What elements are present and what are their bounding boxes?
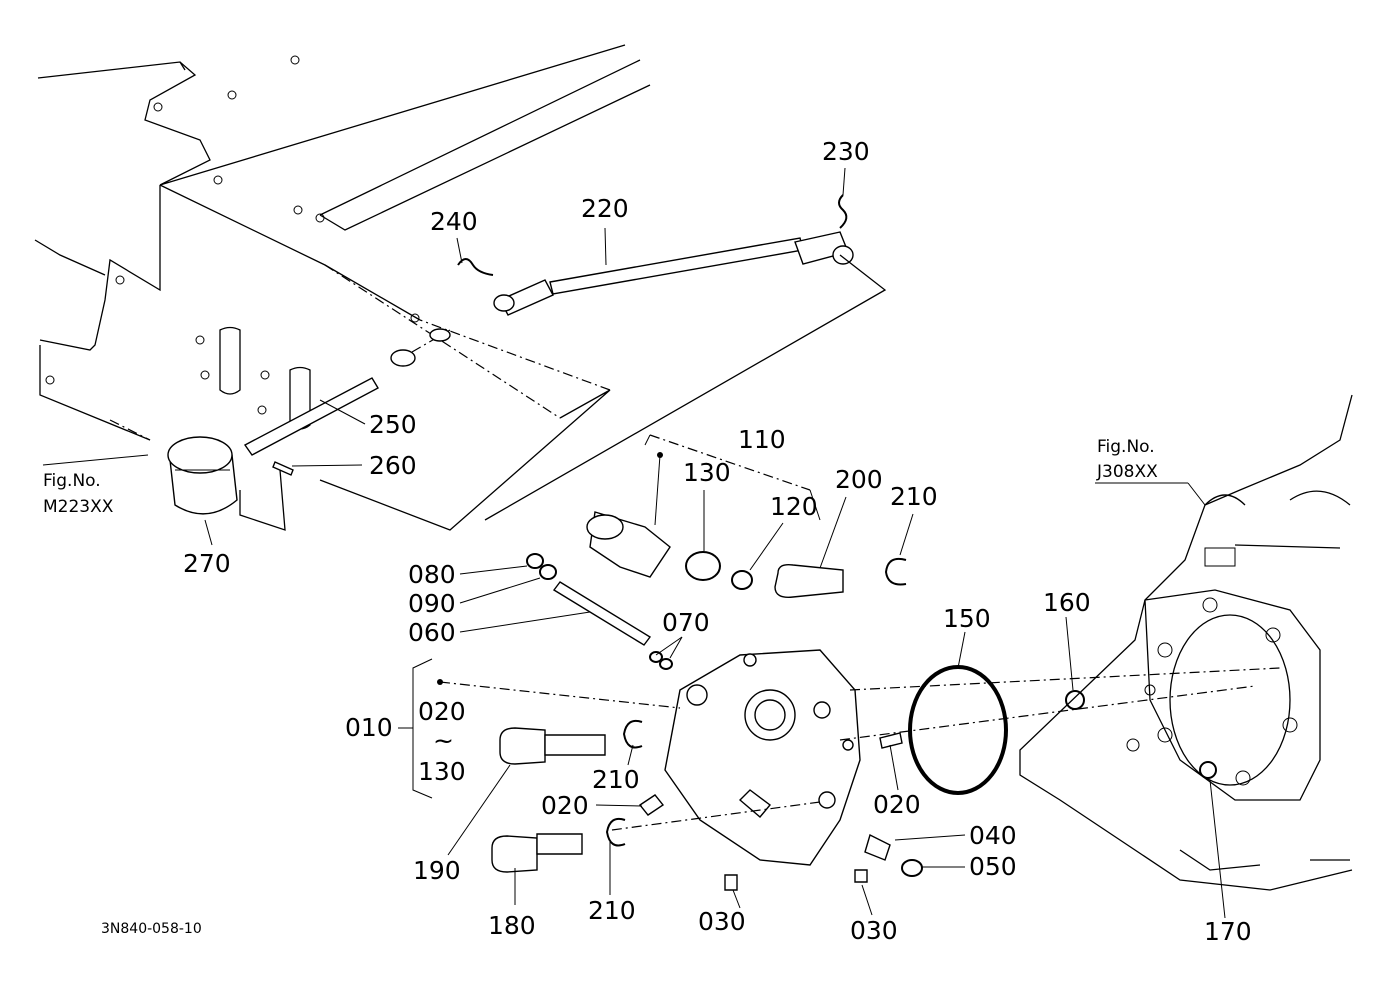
- callout-030-left: 030: [698, 907, 746, 936]
- valve-housing: [437, 649, 1281, 866]
- callout-260: 260: [369, 451, 417, 480]
- callout-110: 110: [738, 425, 786, 454]
- callout-050: 050: [969, 852, 1017, 881]
- figure-reference-left: Fig.No. M223XX: [43, 471, 114, 517]
- o-ring-150: [908, 665, 1008, 795]
- callout-030-right: 030: [850, 916, 898, 945]
- callout-range-tilde: ~: [433, 726, 454, 755]
- callout-230: 230: [822, 137, 870, 166]
- callout-150: 150: [943, 604, 991, 633]
- callout-160: 160: [1043, 588, 1091, 617]
- callout-020-left: 020: [541, 791, 589, 820]
- o-ring-170: [1199, 761, 1217, 779]
- callout-070: 070: [662, 608, 710, 637]
- callout-210-mid: 210: [592, 765, 640, 794]
- callout-240: 240: [430, 207, 478, 236]
- figure-ref-right-line1: Fig.No.: [1097, 437, 1155, 457]
- callout-270: 270: [183, 549, 231, 578]
- shaft-assembly: [167, 328, 451, 515]
- fasteners: [491, 719, 923, 891]
- figure-reference-right: Fig.No. J308XX: [1096, 437, 1158, 482]
- drawing-code: 3N840-058-10: [101, 921, 202, 937]
- o-ring-160: [1065, 690, 1085, 710]
- transmission-case: [1019, 394, 1353, 891]
- callout-130: 130: [683, 458, 731, 487]
- figure-ref-right-line2: J308XX: [1096, 462, 1158, 482]
- callout-010: 010: [345, 713, 393, 742]
- callout-180: 180: [488, 911, 536, 940]
- callout-060: 060: [408, 618, 456, 647]
- callout-020-right: 020: [873, 790, 921, 819]
- callout-190: 190: [413, 856, 461, 885]
- callout-090: 090: [408, 589, 456, 618]
- callout-040: 040: [969, 821, 1017, 850]
- figure-ref-left-line2: M223XX: [43, 497, 114, 517]
- callout-130-range-end: 130: [418, 757, 466, 786]
- callout-210-top: 210: [890, 482, 938, 511]
- callout-170: 170: [1204, 917, 1252, 946]
- leader-lines: [42, 167, 1226, 919]
- valve-group: [586, 434, 907, 598]
- callout-080: 080: [408, 560, 456, 589]
- callout-250: 250: [369, 410, 417, 439]
- rod-assembly: [457, 194, 887, 521]
- callout-210-bottom: 210: [588, 896, 636, 925]
- callout-120: 120: [770, 492, 818, 521]
- spool-group: [526, 553, 673, 670]
- callout-020-range-start: 020: [418, 697, 466, 726]
- callout-labels: 230 220 240 250 260 270 110 130 120 200 …: [183, 137, 1252, 946]
- figure-ref-left-line1: Fig.No.: [43, 471, 101, 491]
- callout-220: 220: [581, 194, 629, 223]
- callout-200: 200: [835, 465, 883, 494]
